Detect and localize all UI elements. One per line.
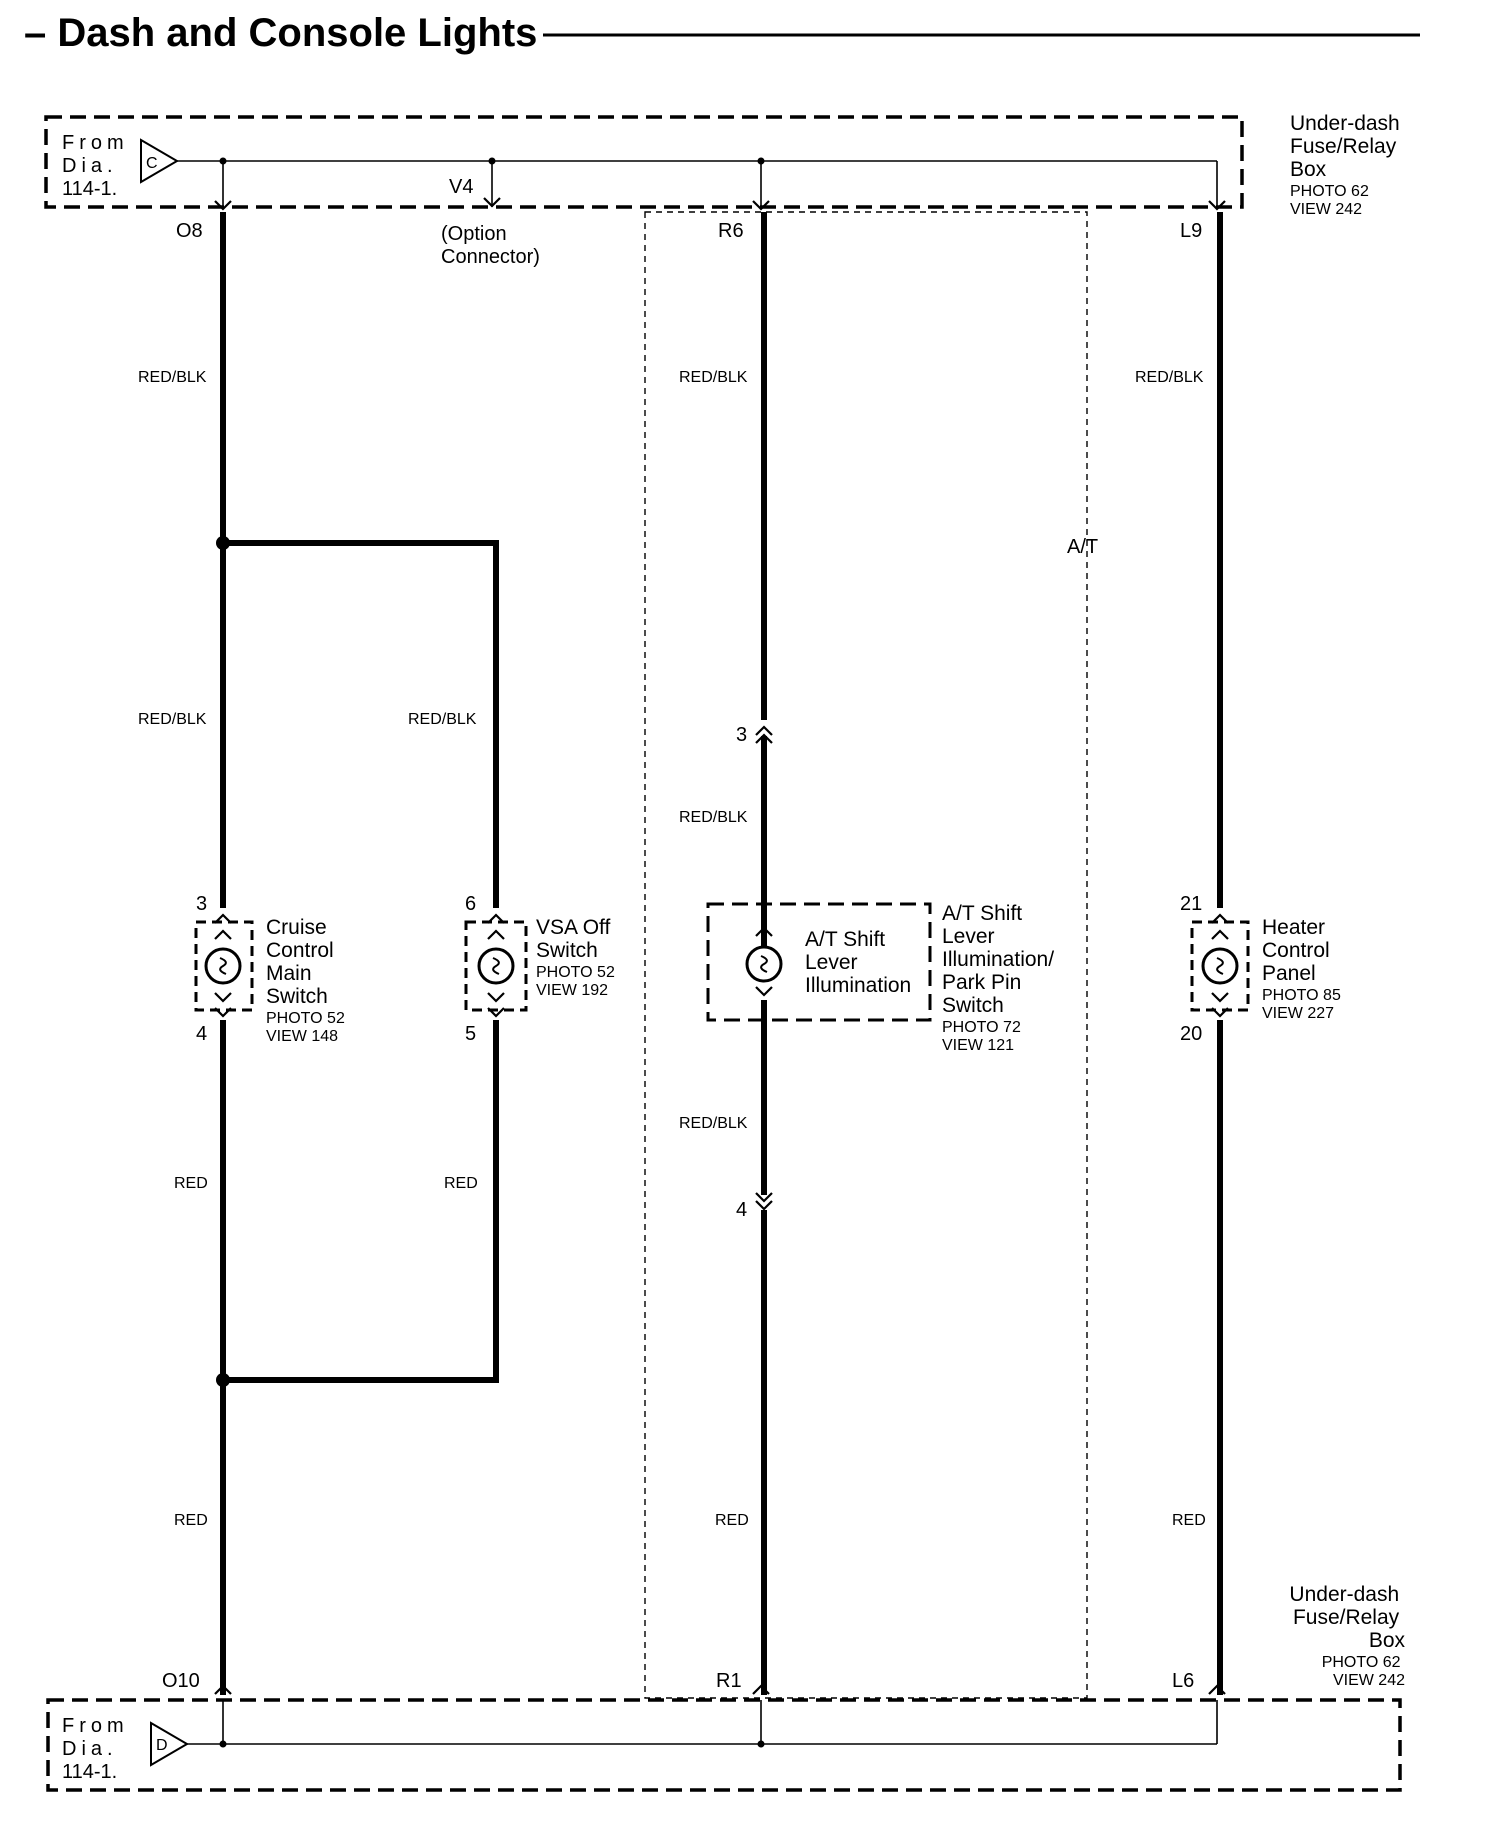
bottom-fuse-box [46,1698,1402,1792]
wire-color-label: RED/BLK [679,369,748,386]
top-box-label: Under-dash Fuse/Relay Box [1290,112,1406,181]
top-fuse-box [44,115,1244,209]
wire-color-label: RED/BLK [138,711,207,728]
pin-label-bottom-mid: R1 [716,1670,742,1692]
at-shift-ref: PHOTO 72 VIEW 121 [942,1019,1025,1054]
pin-label-bottom-right: L6 [1172,1670,1194,1692]
wire-vsa-branch-top [223,540,499,908]
cruise-bottom-connector-icon [213,1006,233,1018]
cruise-bulb-icon [204,947,242,985]
pin-label-top-left: O8 [176,220,203,242]
heater-panel-ref: PHOTO 85 VIEW 227 [1262,987,1345,1022]
heater-top-connector-icon [1210,913,1230,925]
bottom-box-label: Under-dash Fuse/Relay Box [1289,1583,1405,1652]
top-from-label: From Dia. 114-1. [62,132,139,200]
top-box-ref: PHOTO 62 VIEW 242 [1290,183,1373,218]
at-shift-inner-label: A/T Shift Lever Illumination [805,928,911,997]
at-inline-pin-top: 3 [736,724,747,746]
pin-label-top-mid: R6 [718,220,744,242]
top-connector-c-label: C [146,155,158,172]
at-shift-bottom-connector-icon [754,985,774,997]
vsa-switch-ref: PHOTO 52 VIEW 192 [536,964,619,999]
vsa-bulb-icon [477,947,515,985]
cruise-switch-box [194,920,254,1012]
cruise-pin-top: 3 [196,893,207,915]
heater-panel-name: Heater Control Panel [1262,916,1336,985]
vsa-switch-box [464,920,528,1012]
heater-pin-bottom: 20 [1180,1023,1202,1045]
vsa-top-connector-icon [486,913,506,925]
vsa-switch-name: VSA Off Switch [536,916,616,962]
pin-label-top-right: L9 [1180,220,1202,242]
at-inline-pin-bottom: 4 [736,1199,747,1221]
cruise-switch-name: Cruise Control Main Switch [266,916,340,1008]
page-title: – Dash and Console Lights [24,11,537,55]
heater-bottom-connector-icon [1210,1006,1230,1018]
bottom-from-label: From Dia. 114-1. [62,1715,139,1783]
pin-label-bottom-left: O10 [162,1670,200,1692]
option-pin-label: V4 [449,176,473,198]
bottom-box-ref: PHOTO 62 VIEW 242 [1322,1654,1405,1689]
at-shift-name: A/T Shift Lever Illumination/ Park Pin S… [942,902,1060,1017]
vsa-pin-top: 6 [465,893,476,915]
cruise-top-connector-icon [213,913,233,925]
wire-color-label: RED/BLK [1135,369,1204,386]
wire-color-label: RED/BLK [408,711,477,728]
wire-color-label: RED [444,1175,478,1192]
wire-color-label: RED [715,1512,749,1529]
vsa-pin-bottom: 5 [465,1023,476,1045]
wire-color-label: RED [174,1512,208,1529]
heater-pin-top: 21 [1180,893,1202,915]
heater-bulb-icon [1201,947,1239,985]
wire-color-label: RED/BLK [138,369,207,386]
at-shift-bulb-icon [745,945,783,983]
option-connector-label: (Option Connector) [441,223,540,268]
at-region-label: A/T [1067,536,1098,558]
wire-color-label: RED/BLK [679,809,748,826]
at-region [644,211,1088,1699]
cruise-pin-bottom: 4 [196,1023,207,1045]
cruise-switch-ref: PHOTO 52 VIEW 148 [266,1010,349,1045]
wire-color-label: RED [1172,1512,1206,1529]
heater-panel-box [1190,920,1250,1012]
top-connector-c-symbol [140,138,179,184]
bottom-connector-d-label: D [156,1737,168,1754]
wire-color-label: RED/BLK [679,1115,748,1132]
wire-vsa-branch-bottom [223,1020,499,1383]
bottom-connector-d-symbol [150,1721,189,1767]
wire-color-label: RED [174,1175,208,1192]
at-shift-box [706,902,932,1022]
